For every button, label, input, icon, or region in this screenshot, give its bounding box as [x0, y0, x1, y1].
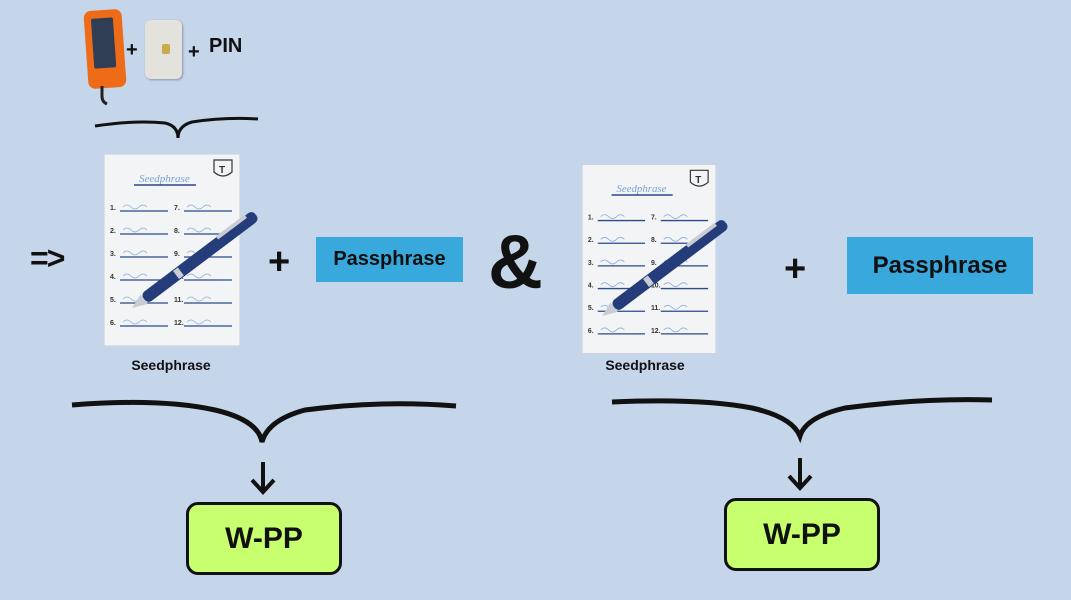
handwriting-scribble: [600, 259, 625, 265]
pen-icon: [602, 220, 728, 317]
paper-line-number: 4.: [110, 274, 116, 281]
plus-sign-right: +: [784, 248, 807, 290]
paper-line-number: 2.: [588, 237, 594, 244]
paper-line-number: 12.: [651, 328, 661, 335]
right-down-arrow: [787, 458, 813, 491]
pen-icon: [132, 212, 258, 309]
handwriting-scribble: [663, 214, 688, 219]
passphrase-box-right: Passphrase: [847, 237, 1033, 294]
handwriting-scribble: [122, 273, 148, 279]
paper-line-number: 9.: [174, 251, 180, 258]
chip-icon: [162, 44, 170, 54]
handwriting-scribble: [600, 282, 625, 287]
paper-line-number: 4.: [588, 283, 594, 290]
handwriting-scribble: [186, 204, 212, 210]
result-box-right: W-PP: [724, 498, 880, 571]
paper-line-number: 5.: [110, 297, 116, 304]
paper-line-number: 11.: [651, 305, 660, 312]
handwriting-scribble: [186, 296, 212, 302]
smartcard-icon: [145, 20, 182, 79]
handwriting-scribble: [663, 236, 688, 242]
pin-label: PIN: [209, 35, 243, 57]
paper-logo-letter: T: [219, 165, 225, 176]
paper-line-number: 8.: [174, 228, 180, 235]
plus-sign-2: +: [188, 41, 200, 63]
plus-sign-1: +: [126, 39, 138, 61]
handwriting-scribble: [186, 273, 212, 279]
paper-line-number: 7.: [174, 205, 180, 212]
paper-line-number: 7.: [651, 215, 657, 222]
paper-line-number: 6.: [588, 328, 594, 335]
result-box-left: W-PP: [186, 502, 342, 575]
device-cable-icon: [100, 86, 108, 106]
handwriting-scribble: [122, 227, 148, 233]
handwriting-scribble: [600, 236, 625, 242]
paper-title: Seedphrase: [139, 173, 190, 185]
handwriting-scribble: [186, 319, 212, 325]
seedphrase-caption-left: Seedphrase: [131, 357, 211, 373]
handwriting-scribble: [663, 327, 688, 333]
paper-line-number: 9.: [651, 260, 657, 267]
handwriting-scribble: [600, 327, 625, 333]
handwriting-scribble: [122, 319, 148, 325]
paper-line-number: 11.: [174, 297, 183, 304]
paper-line-number: 6.: [110, 320, 116, 327]
handwriting-scribble: [122, 250, 148, 256]
handwriting-scribble: [600, 214, 625, 219]
left-brace: [71, 399, 457, 443]
passphrase-box-left: Passphrase: [316, 237, 463, 282]
paper-line-number: 3.: [110, 251, 116, 258]
handwriting-scribble: [663, 304, 688, 310]
paper-logo-letter: T: [695, 175, 701, 186]
paper-title: Seedphrase: [616, 183, 666, 195]
paper-line-number: 3.: [588, 260, 594, 267]
small-brace: [94, 116, 259, 139]
paper-line-number: 2.: [110, 228, 116, 235]
paper-line-number: 1.: [588, 215, 594, 222]
plus-sign-left: +: [268, 241, 291, 283]
seedphrase-paper-icon: Seedphrase T 1. 2. 3. 4. 5. 6. 7. 8. 9. 10. 11. 12.: [582, 164, 716, 354]
handwriting-scribble: [122, 204, 148, 210]
ampersand: &: [488, 220, 543, 305]
paper-line-number: 1.: [110, 205, 116, 212]
paper-line-number: 10.: [651, 283, 661, 290]
paper-line-number: 8.: [651, 237, 657, 244]
implies-arrow: =>: [30, 240, 65, 276]
right-brace: [611, 397, 993, 444]
handwriting-scribble: [663, 282, 688, 287]
seedphrase-caption-right: Seedphrase: [605, 357, 685, 373]
handwriting-scribble: [186, 227, 212, 233]
left-down-arrow: [250, 462, 276, 495]
paper-line-number: 12.: [174, 320, 184, 327]
paper-line-number: 5.: [588, 305, 594, 312]
